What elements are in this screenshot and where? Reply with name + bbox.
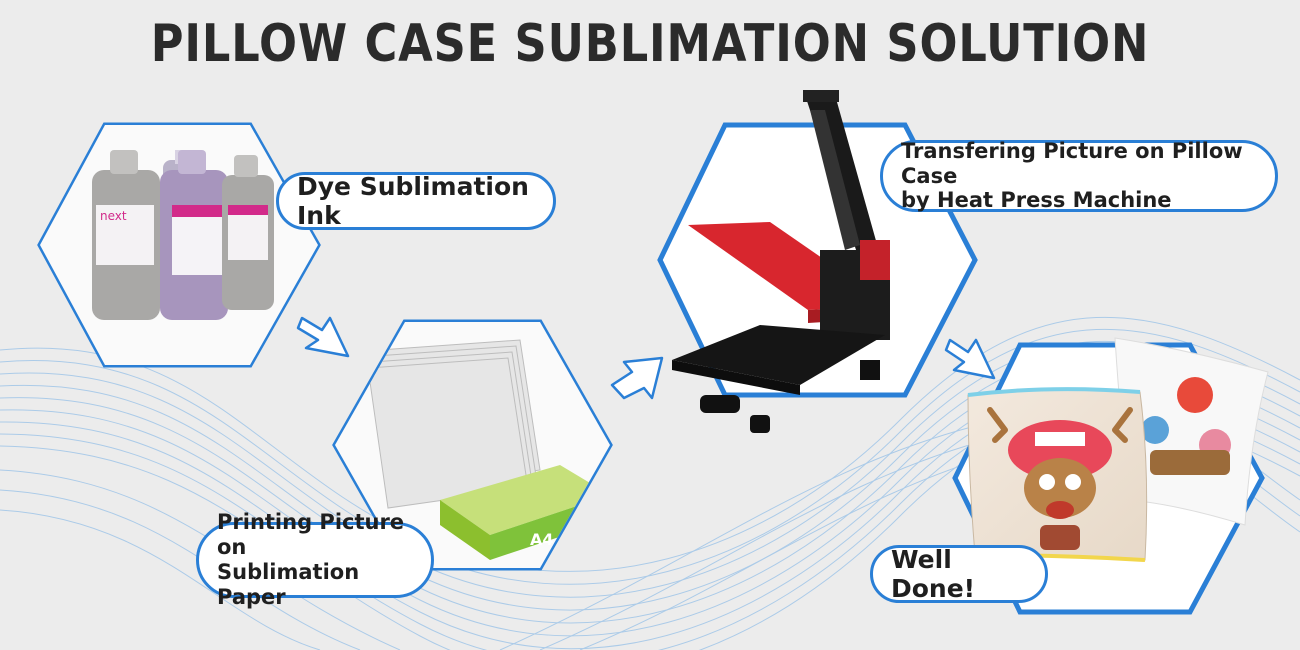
- step-4-label: Well Done!: [891, 544, 976, 604]
- step-3-label-line2: by Heat Press Machine: [901, 188, 1172, 213]
- step-2-label-line1: Printing Picture on: [217, 510, 405, 560]
- step-3-label-line1: Transfering Picture on Pillow Case: [901, 138, 1243, 188]
- pillows-image: [967, 337, 1269, 562]
- step-2-label-line2: Sublimation Paper: [217, 560, 360, 609]
- step-label-done: Well Done!: [870, 545, 1048, 603]
- step-label-transfer: Transfering Picture on Pillow Case by He…: [880, 138, 1278, 213]
- flow-arrow-3-icon: [944, 338, 996, 380]
- page-title: PILLOW CASE SUBLIMATION SOLUTION: [150, 14, 1150, 74]
- heat-press-image: [672, 90, 890, 433]
- step-label-dye-ink: Dye Sublimation Ink: [276, 172, 556, 230]
- step-label-printing: Printing Picture on Sublimation Paper: [196, 510, 434, 609]
- hexagon-ink: next: [37, 122, 321, 368]
- step-1-label: Dye Sublimation Ink: [297, 171, 529, 231]
- paper-size-label: A4: [530, 530, 554, 549]
- flow-arrow-2-icon: [610, 356, 664, 400]
- ink-bottles-image: next: [40, 125, 318, 365]
- flow-arrow-1-icon: [296, 316, 350, 358]
- bottle-brand-label: next: [100, 209, 127, 223]
